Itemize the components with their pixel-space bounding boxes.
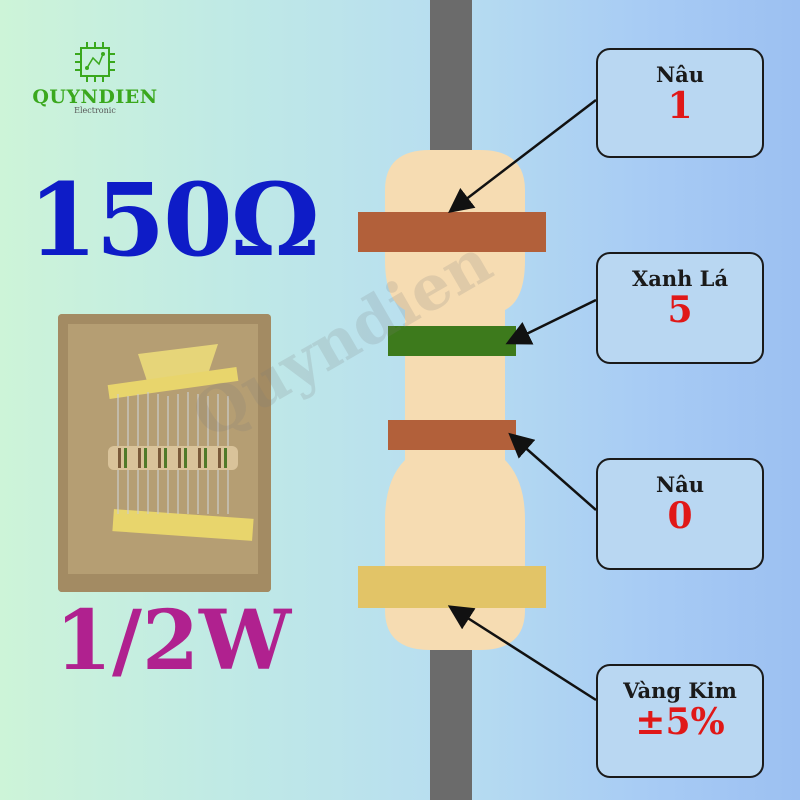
brand-logo: QUYNDIEN Electronic xyxy=(30,40,160,130)
band-color-name: Nâu xyxy=(655,62,705,87)
resistance-value: 150Ω xyxy=(28,161,320,279)
band-2 xyxy=(388,326,516,356)
resistor-body xyxy=(385,150,525,650)
band-label-4: Vàng Kim ±5% xyxy=(596,664,764,778)
brand-name: QUYNDIEN xyxy=(32,86,158,108)
band-label-1: Nâu 1 xyxy=(596,48,764,158)
product-photo xyxy=(58,314,271,592)
band-color-name: Vàng Kim xyxy=(623,678,737,703)
band-label-2: Xanh Lá 5 xyxy=(596,252,764,364)
chip-icon xyxy=(75,42,115,82)
band-digit: 1 xyxy=(667,85,693,127)
resistor-illustration xyxy=(358,0,546,800)
band-4 xyxy=(358,566,546,608)
band-digit: 5 xyxy=(667,289,693,331)
band-label-3: Nâu 0 xyxy=(596,458,764,570)
band-multiplier: 0 xyxy=(667,495,693,537)
band-1 xyxy=(358,212,546,252)
power-rating: 1/2W xyxy=(55,593,292,689)
band-tolerance: ±5% xyxy=(635,701,725,743)
band-color-name: Xanh Lá xyxy=(631,266,729,291)
brand-subtitle: Electronic xyxy=(74,106,116,115)
band-color-name: Nâu xyxy=(655,472,705,497)
band-3 xyxy=(388,420,516,450)
